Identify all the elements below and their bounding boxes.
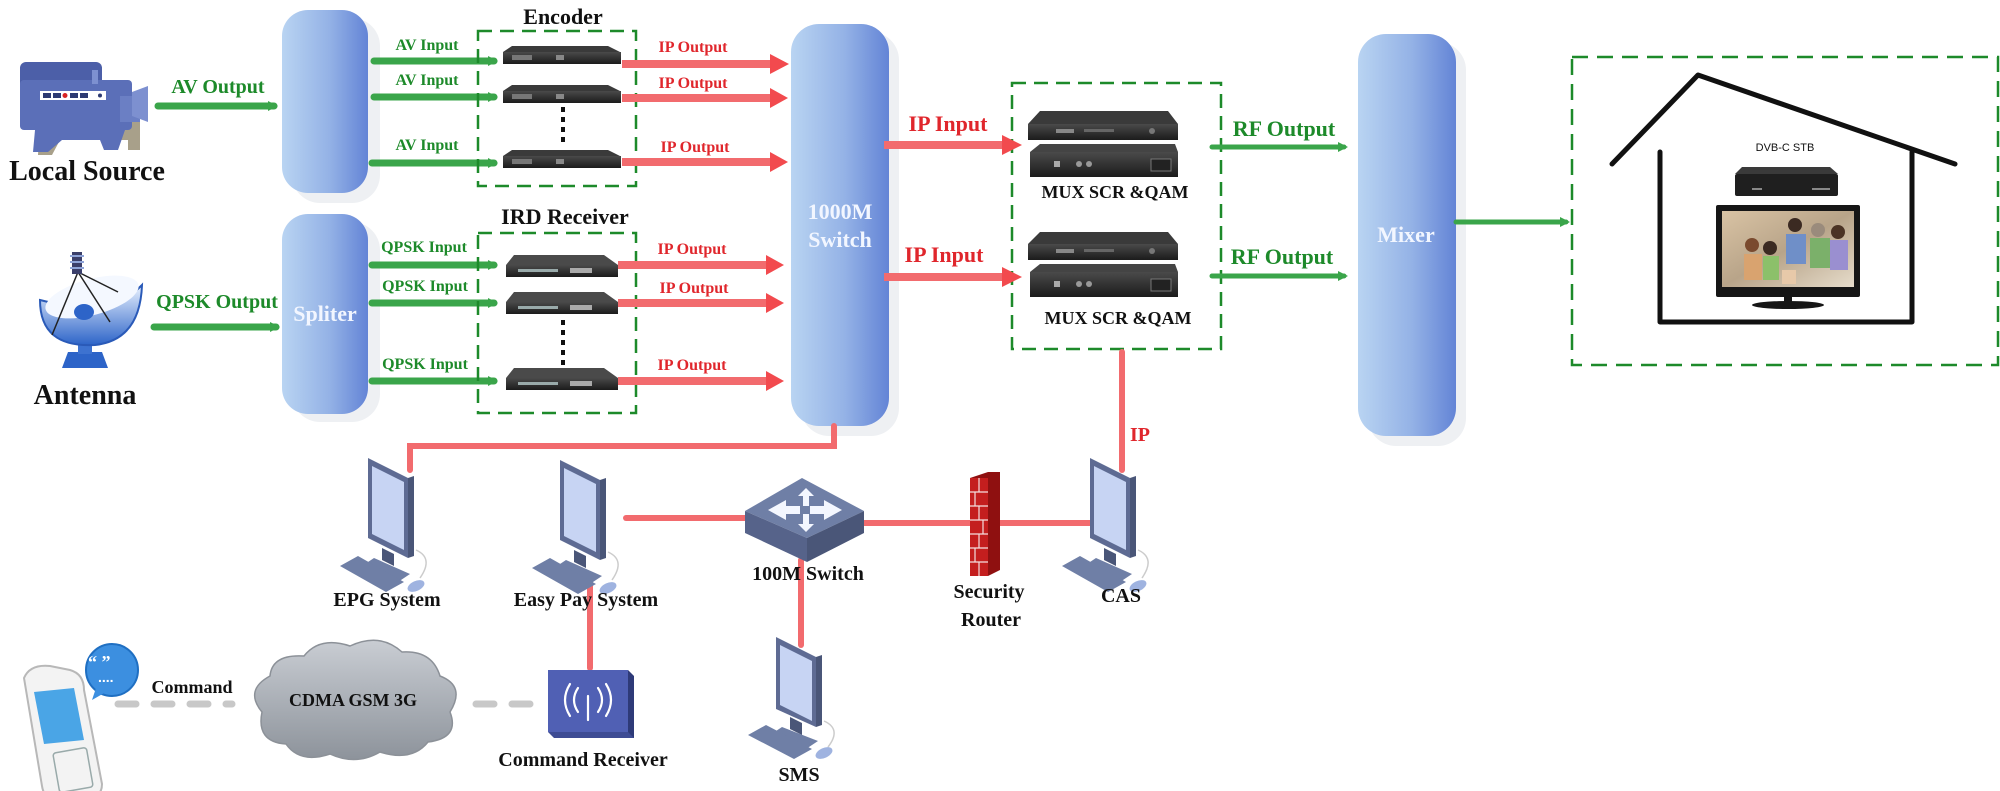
ip-output-label-2: IP Output (658, 75, 728, 92)
easy-pay-system-label: Easy Pay System (513, 589, 659, 611)
encoder-title: Encoder (523, 4, 603, 29)
switch-to-epg-link (407, 423, 837, 473)
ip-output-arrow (622, 152, 788, 172)
ird-device-2 (506, 292, 618, 314)
rf-output-label-2: RF Output (1230, 244, 1334, 269)
easy-pay-computer-icon (532, 460, 619, 594)
firewall-icon (970, 472, 1000, 576)
ip-output-arrow (618, 255, 784, 275)
ird-devices (506, 255, 618, 390)
security-router-label-line2: Router (961, 609, 1021, 631)
encoder-input-arrows (368, 56, 498, 168)
ip-output-arrow (622, 54, 789, 74)
ird-input-arrows (368, 260, 498, 386)
switch-100m-icon (745, 478, 864, 562)
ird-device-1 (506, 255, 618, 277)
switch-1000m-label-line1: 1000M (807, 199, 873, 224)
ird-group-box (476, 231, 638, 415)
encoder-device-2 (503, 85, 621, 103)
ip-input-arrow-1 (884, 135, 1022, 155)
mux-unit-1-label: MUX SCR &QAM (1041, 182, 1189, 202)
ip-output-arrows (618, 54, 789, 391)
security-router-label-line1: Security (953, 581, 1025, 603)
satellite-dish-icon (38, 252, 144, 368)
house-outline-icon (1609, 72, 1958, 325)
epg-system-label: EPG System (333, 589, 441, 611)
ip-output-label-4: IP Output (657, 241, 727, 258)
svg-text:“ ”: “ ” (88, 652, 111, 672)
ip-input-arrow-2 (884, 267, 1022, 287)
mux-group-box (1010, 81, 1223, 351)
cas-computer-icon (1062, 458, 1149, 592)
television-icon (1716, 205, 1860, 309)
antenna-label: Antenna (33, 380, 137, 411)
svg-text:....: .... (98, 669, 114, 685)
mux-unit-2-label: MUX SCR &QAM (1044, 308, 1192, 328)
mux-unit-1 (1028, 111, 1178, 177)
ip-link-label: IP (1130, 424, 1150, 446)
sms-label: SMS (778, 764, 820, 786)
rf-output-label-1: RF Output (1232, 116, 1336, 141)
switch-100m-label: 100M Switch (752, 563, 864, 585)
ip-input-label-1: IP Input (908, 111, 988, 136)
splitter-label: Spliter (293, 301, 357, 326)
home-group-box (1570, 55, 2000, 367)
switch-1000m-label-line2: Switch (808, 227, 872, 252)
qpsk-input-label-3: QPSK Input (382, 356, 468, 373)
av-splitter-hub (282, 10, 368, 193)
sms-computer-icon (748, 637, 835, 759)
epg-computer-icon (340, 458, 427, 592)
mixer-label: Mixer (1377, 222, 1435, 247)
av-input-label-3: AV Input (395, 137, 459, 154)
av-input-label-2: AV Input (395, 72, 459, 89)
stb-label: DVB-C STB (1755, 142, 1815, 154)
cloud-icon (253, 639, 457, 761)
command-receiver-icon (548, 670, 634, 738)
ip-output-arrow (618, 371, 784, 391)
mobile-phone-icon: “ ” .... (22, 643, 139, 791)
local-source-label: Local Source (9, 156, 165, 187)
ip-output-label-6: IP Output (657, 357, 727, 374)
mixer-hub (1358, 34, 1456, 436)
set-top-box-icon (1735, 167, 1838, 196)
encoder-device-1 (503, 46, 621, 64)
qpsk-input-label-1: QPSK Input (381, 239, 467, 256)
ip-output-label-3: IP Output (660, 139, 730, 156)
encoder-group-box (476, 29, 638, 188)
network-links (407, 349, 1125, 671)
ip-output-arrow (618, 293, 784, 313)
ird-device-3 (506, 368, 618, 390)
ip-input-arrows (884, 135, 1022, 287)
mux-unit-2 (1028, 232, 1178, 297)
cloud-label: CDMA GSM 3G (289, 690, 417, 710)
av-input-label-1: AV Input (395, 37, 459, 54)
av-output-label: AV Output (171, 76, 265, 98)
qpsk-splitter-hub (282, 214, 368, 414)
ird-title: IRD Receiver (501, 204, 629, 229)
command-label: Command (151, 677, 233, 697)
cas-label: CAS (1100, 585, 1142, 607)
switch-1000m-hub (791, 24, 889, 426)
command-receiver-label: Command Receiver (498, 749, 668, 771)
ip-output-label-5: IP Output (659, 280, 729, 297)
encoder-devices (503, 46, 621, 168)
ip-output-label-1: IP Output (658, 39, 728, 56)
ip-output-arrow (622, 88, 788, 108)
ip-input-label-2: IP Input (904, 242, 984, 267)
video-camera-icon (20, 62, 148, 155)
encoder-device-3 (503, 150, 621, 168)
qpsk-input-label-2: QPSK Input (382, 278, 468, 295)
qpsk-output-label: QPSK Output (156, 291, 278, 313)
